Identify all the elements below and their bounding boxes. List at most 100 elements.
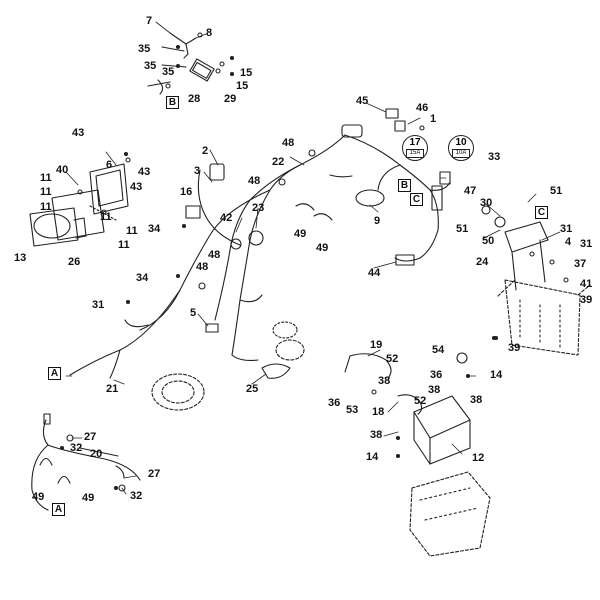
callout-42: 42	[220, 212, 233, 224]
callout-16: 16	[180, 186, 193, 198]
callout-41: 41	[580, 278, 593, 290]
callout-52: 52	[414, 395, 427, 407]
callout-49: 49	[82, 492, 95, 504]
callout-15: 15	[240, 67, 253, 79]
connector-ref-c: C	[535, 206, 548, 219]
callout-38: 38	[378, 375, 391, 387]
fuse-rating: 15A	[406, 149, 424, 158]
callout-31: 31	[560, 223, 573, 235]
callout-37: 37	[574, 258, 587, 270]
callout-8: 8	[206, 27, 213, 39]
callout-28: 28	[188, 93, 201, 105]
callout-34: 34	[136, 272, 149, 284]
callout-26: 26	[68, 256, 81, 268]
key-assembly	[147, 32, 225, 95]
connector-ref-a: A	[48, 367, 61, 380]
connector-ref-c: C	[410, 193, 423, 206]
callout-43: 43	[130, 181, 143, 193]
callout-39: 39	[580, 294, 593, 306]
callout-23: 23	[252, 202, 265, 214]
harness-clips	[39, 149, 333, 484]
callout-51: 51	[456, 223, 469, 235]
callout-29: 29	[224, 93, 237, 105]
callout-14: 14	[366, 451, 379, 463]
fuse-number: 17	[409, 137, 421, 148]
callout-48: 48	[196, 261, 209, 273]
callout-11: 11	[126, 225, 138, 237]
callout-38: 38	[428, 384, 441, 396]
callout-24: 24	[476, 256, 489, 268]
battery-cables	[344, 352, 468, 415]
callout-19: 19	[370, 339, 383, 351]
callout-50: 50	[482, 235, 495, 247]
callout-27: 27	[84, 431, 97, 443]
callout-27: 27	[148, 468, 161, 480]
leader-lines	[65, 21, 561, 495]
callout-18: 18	[372, 406, 385, 418]
callout-43: 43	[138, 166, 151, 178]
callout-11: 11	[40, 172, 52, 184]
fuse-number: 10	[455, 137, 467, 148]
callout-48: 48	[282, 137, 295, 149]
callout-49: 49	[32, 491, 45, 503]
battery	[413, 395, 471, 465]
callout-4: 4	[565, 236, 572, 248]
callout-35: 35	[138, 43, 151, 55]
callout-32: 32	[70, 442, 83, 454]
headlight-assembly	[29, 157, 131, 247]
callout-9: 9	[374, 215, 381, 227]
fasteners	[59, 44, 499, 491]
callout-44: 44	[368, 267, 381, 279]
callout-49: 49	[294, 228, 307, 240]
callout-53: 53	[346, 404, 359, 416]
callout-31: 31	[580, 238, 593, 250]
callout-46: 46	[416, 102, 429, 114]
fuse-10: 10 10A	[448, 135, 474, 161]
callout-43: 43	[72, 127, 85, 139]
callout-33: 33	[488, 151, 501, 163]
battery-tray-lower	[409, 471, 491, 557]
callout-36: 36	[328, 397, 341, 409]
callout-11: 11	[40, 201, 52, 213]
callout-34: 34	[148, 223, 161, 235]
callout-35: 35	[162, 66, 175, 78]
callout-48: 48	[208, 249, 221, 261]
fuse-rating: 10A	[452, 149, 470, 158]
battery-tray-upper	[481, 205, 591, 356]
callout-54: 54	[432, 344, 445, 356]
callout-7: 7	[146, 15, 153, 27]
callout-38: 38	[370, 429, 383, 441]
callout-40: 40	[56, 164, 69, 176]
callout-1: 1	[430, 113, 437, 125]
connector-ref-a: A	[52, 503, 65, 516]
callout-45: 45	[356, 95, 369, 107]
callout-32: 32	[130, 490, 143, 502]
callout-30: 30	[480, 197, 493, 209]
callout-47: 47	[464, 185, 477, 197]
callout-15: 15	[236, 80, 249, 92]
callout-48: 48	[248, 175, 261, 187]
callout-11: 11	[40, 186, 52, 198]
callout-38: 38	[470, 394, 483, 406]
callout-39: 39	[508, 342, 521, 354]
connector-ref-b: B	[166, 96, 179, 109]
callout-11: 11	[118, 239, 130, 251]
connector-ref-b: B	[398, 179, 411, 192]
callout-20: 20	[90, 448, 103, 460]
fuse-17: 17 15A	[402, 135, 428, 161]
callout-52: 52	[386, 353, 399, 365]
callout-22: 22	[272, 156, 285, 168]
callout-12: 12	[472, 452, 485, 464]
callout-11: 11	[100, 211, 112, 223]
callout-49: 49	[316, 242, 329, 254]
callout-13: 13	[14, 252, 27, 264]
pulley-parts	[151, 321, 305, 411]
callout-21: 21	[106, 383, 119, 395]
callout-35: 35	[144, 60, 157, 72]
callout-5: 5	[190, 307, 197, 319]
callout-51: 51	[550, 185, 563, 197]
callout-3: 3	[194, 165, 201, 177]
callout-25: 25	[246, 383, 259, 395]
